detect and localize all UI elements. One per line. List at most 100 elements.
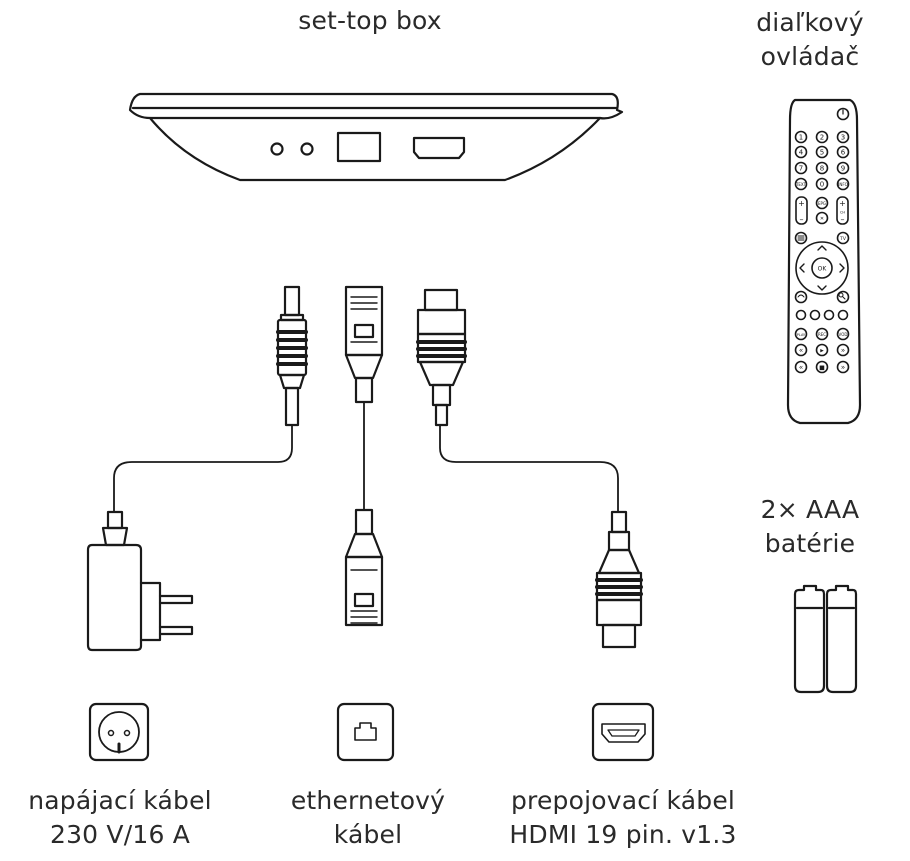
hdmi-cable-wire: [439, 424, 619, 513]
remote-tv-button: [836, 231, 850, 245]
mute-icon: ✕: [820, 216, 824, 222]
power-cable-wire: [113, 424, 293, 513]
search-icon: [838, 292, 846, 300]
box-port-circle: [300, 142, 314, 156]
remote-stop-button: [815, 360, 829, 374]
remote-power-button: [836, 107, 850, 121]
ethernet-latch: [353, 323, 375, 339]
remote-menu-button: [794, 231, 808, 245]
remote-vod-button: [836, 327, 850, 341]
nav-down-icon: [817, 285, 827, 291]
remote-digit-button: [836, 145, 850, 159]
remote-volume-rocker: [795, 196, 808, 225]
remote-digit-button: [794, 130, 808, 144]
forward-icon: »: [841, 347, 845, 355]
ethernet-plug-top: [344, 285, 384, 404]
play-pause-icon: ▸: [820, 347, 824, 355]
remote-info-button: [836, 177, 850, 191]
nav-right-icon: [839, 263, 845, 273]
remote-digit-label: 8: [820, 165, 824, 173]
remote-digit-label: 4: [799, 149, 804, 157]
remote-info-label: INFO: [838, 182, 848, 187]
stop-icon: ■: [819, 365, 825, 372]
remote-digit-label: 7: [799, 165, 803, 173]
remote-back-button: [794, 290, 808, 304]
remote-color-button: [837, 309, 849, 321]
box-ethernet-port: [336, 131, 382, 163]
remote-rec-button: [815, 327, 829, 341]
remote-digit-button: [836, 130, 850, 144]
batteries-illustration: [793, 584, 858, 694]
remote-epg-label: EPG: [818, 201, 826, 206]
remote-next-button: [836, 360, 850, 374]
remote-digit-label: 3: [841, 134, 845, 142]
power-adapter: [86, 510, 194, 652]
remote-digit-button: [794, 161, 808, 175]
remote-tv-label: TV: [839, 236, 847, 242]
remote-epg-button: [815, 196, 829, 210]
ethernet-socket-icon: [336, 702, 395, 762]
remote-text-button: [794, 177, 808, 191]
remote-search-button: [836, 290, 850, 304]
remote-digit-label: 0: [820, 181, 824, 189]
remote-digit-button: [815, 161, 829, 175]
hdmi-socket-icon: [591, 702, 655, 762]
ethernet-latch: [353, 592, 375, 608]
remote-digit-label: 2: [820, 134, 824, 142]
remote-forward-button: [836, 343, 850, 357]
channel-label: CH: [840, 211, 845, 215]
previous-icon: «: [799, 364, 803, 372]
channel-up-label: +: [839, 199, 846, 208]
remote-text-label: TEXT: [795, 182, 807, 187]
remote-digit-label: 6: [841, 149, 846, 157]
remote-digit-button: [815, 130, 829, 144]
remote-mute-button: [815, 211, 829, 225]
set-top-box-illustration: [128, 92, 624, 182]
remote-color-button: [809, 309, 821, 321]
remote-play-label: PLAY: [797, 333, 806, 337]
remote-digit-label: 9: [841, 165, 845, 173]
hdmi-plug-bottom: [595, 510, 643, 649]
remote-ok-button: [811, 257, 833, 279]
remote-color-button: [795, 309, 807, 321]
remote-digit-button: [836, 161, 850, 175]
dc-power-plug: [276, 285, 308, 427]
label-set-top-box: set-top box: [298, 6, 442, 35]
remote-prev-button: [794, 360, 808, 374]
box-port-circle: [270, 142, 284, 156]
back-icon: [797, 294, 805, 298]
channel-down-label: –: [841, 215, 845, 224]
remote-digit-label: 5: [820, 149, 824, 157]
remote-digit-label: 1: [799, 134, 803, 142]
remote-playpause-button: [815, 343, 829, 357]
remote-digit-button: [815, 145, 829, 159]
remote-play-button: [794, 327, 808, 341]
rewind-icon: «: [799, 347, 803, 355]
remote-navigation-ring: [795, 241, 849, 295]
nav-left-icon: [799, 263, 805, 273]
remote-color-button: [823, 309, 835, 321]
volume-up-label: +: [798, 199, 805, 208]
ethernet-plug-bottom: [344, 508, 384, 627]
remote-rec-label: REC: [818, 332, 826, 337]
next-icon: »: [841, 364, 845, 372]
remote-vod-label: VOD: [839, 332, 848, 337]
power-socket-icon: [88, 702, 150, 762]
menu-icon: [797, 235, 805, 241]
remote-ok-label: OK: [818, 266, 828, 273]
hdmi-plug-top: [416, 288, 467, 427]
box-hdmi-port: [412, 136, 466, 160]
remote-digit-button: [794, 145, 808, 159]
nav-up-icon: [817, 245, 827, 251]
remote-digit-button: [815, 177, 829, 191]
remote-rewind-button: [794, 343, 808, 357]
volume-down-label: –: [800, 215, 804, 224]
remote-channel-rocker: [836, 196, 849, 225]
